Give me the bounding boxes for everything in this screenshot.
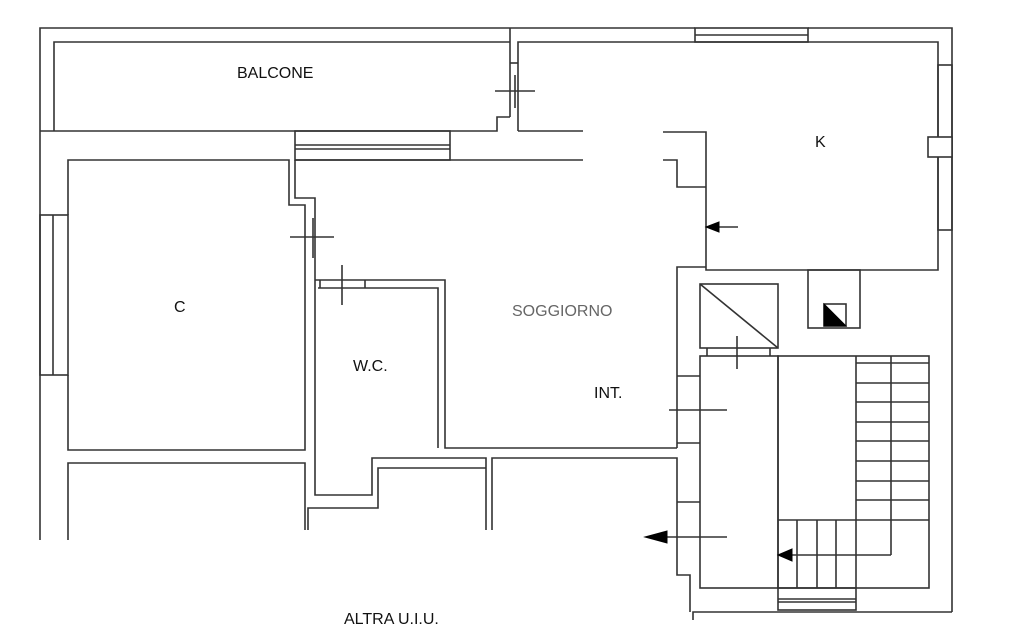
chimney [807,269,861,329]
bedroom-window [39,214,69,376]
landing [699,355,779,589]
chimney-flue-icon [823,302,848,327]
balcony-wall [53,41,510,131]
room-label-balcony: BALCONE [237,65,314,82]
room-label-entrance: INT. [594,385,623,402]
entrance-arrow-icon [643,530,668,544]
wc-wall [315,279,677,449]
room-label-bedroom: C [174,299,186,316]
kitchen-arrow-icon [704,221,720,233]
staircase [777,355,930,589]
room-label-other-unit: ALTRA U.I.U. [344,611,439,628]
shaft [699,283,779,349]
stair-arrow-icon [776,548,793,562]
kitchen-wall [517,41,939,271]
room-label-kitchen: K [815,134,826,151]
bedroom-wall [67,159,306,451]
room-label-wc: W.C. [353,358,388,375]
room-label-living: SOGGIORNO [512,303,613,320]
